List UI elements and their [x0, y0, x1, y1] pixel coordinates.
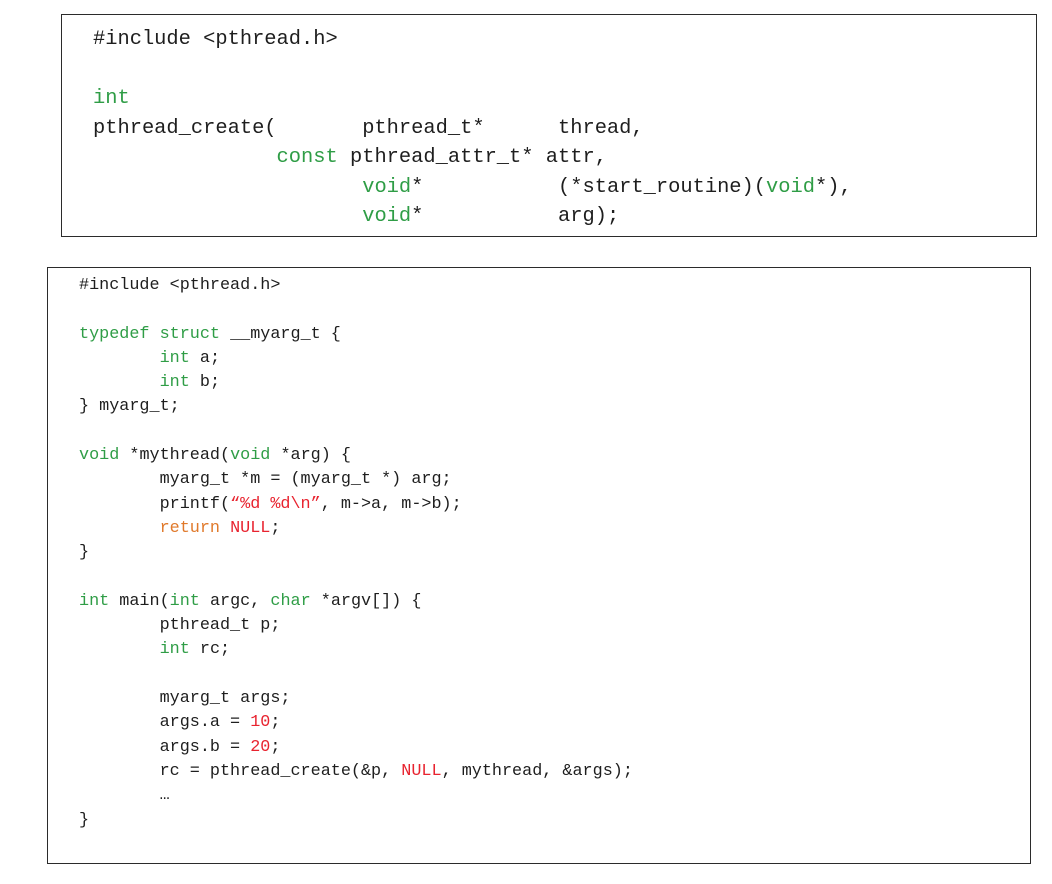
code-token: * arg); — [411, 205, 620, 228]
code-token: b; — [189, 373, 221, 393]
pthread-create-signature-code: #include <pthread.h> int pthread_create( … — [93, 25, 852, 232]
code-token: *), — [814, 175, 852, 199]
code-token: typedef struct — [79, 324, 220, 344]
code-token: int — [169, 591, 200, 611]
code-line: #include <pthread.h> — [93, 25, 852, 55]
code-token: main( — [109, 591, 170, 611]
code-token: myarg_t args; — [79, 689, 291, 709]
code-token — [220, 519, 230, 538]
code-token: } — [79, 543, 90, 563]
code-token: void — [362, 175, 412, 199]
code-token: , mythread, &args); — [441, 761, 633, 781]
code-token — [93, 146, 277, 169]
code-line — [79, 298, 633, 322]
code-token: args.a = — [79, 713, 251, 733]
code-line: … — [79, 784, 633, 808]
code-token: “%d %d\n” — [230, 494, 321, 514]
code-line: typedef struct __myarg_t { — [79, 323, 633, 347]
code-token: args.b = — [79, 737, 251, 757]
code-token: ; — [270, 518, 281, 538]
code-line: } — [79, 541, 633, 565]
code-token: rc; — [189, 640, 231, 660]
code-line: myarg_t args; — [79, 687, 633, 711]
code-line — [79, 663, 633, 687]
pthread-example-program-panel: #include <pthread.h> typedef struct __my… — [47, 267, 1031, 864]
code-line: pthread_t p; — [79, 614, 633, 638]
code-token: int — [79, 591, 110, 611]
code-token: rc = pthread_create(&p, — [79, 761, 402, 781]
code-token: pthread_t p; — [79, 616, 281, 636]
code-token: const — [276, 146, 338, 169]
code-token — [79, 373, 160, 392]
code-line: #include <pthread.h> — [79, 274, 633, 298]
code-line: void* (*start_routine)(void*), — [93, 173, 852, 203]
code-token: char — [270, 591, 311, 611]
code-token: pthread_attr_t* attr, — [337, 146, 607, 169]
code-token: void — [230, 446, 271, 466]
code-token: int — [159, 640, 190, 660]
code-token: ; — [270, 737, 281, 757]
code-token: return — [159, 518, 221, 538]
code-token: pthread_create( pthread_t* thread, — [93, 116, 644, 140]
code-line: void* arg); — [93, 202, 852, 232]
code-line — [79, 420, 633, 444]
code-line: pthread_create( pthread_t* thread, — [93, 114, 852, 144]
code-line: } myarg_t; — [79, 395, 633, 419]
code-token: #include <pthread.h> — [79, 276, 281, 295]
code-line: args.b = 20; — [79, 736, 633, 760]
code-token — [79, 640, 160, 659]
code-line: int rc; — [79, 638, 633, 662]
code-line: void *mythread(void *arg) { — [79, 444, 633, 468]
code-line: return NULL; — [79, 517, 633, 541]
code-token: } — [79, 810, 90, 830]
code-token: } myarg_t; — [79, 397, 180, 417]
code-token: 10 — [250, 713, 271, 733]
code-token: int — [93, 87, 130, 110]
code-token — [93, 205, 362, 228]
code-token: void — [362, 205, 412, 228]
code-token: void — [79, 446, 120, 466]
code-token: #include <pthread.h> — [93, 28, 338, 51]
code-line: const pthread_attr_t* attr, — [93, 143, 852, 173]
code-line: args.a = 10; — [79, 711, 633, 735]
code-token: *argv[]) { — [310, 591, 422, 611]
code-line: int main(int argc, char *argv[]) { — [79, 590, 633, 614]
code-token: , m->a, m->b); — [320, 494, 462, 514]
code-token: int — [159, 373, 190, 393]
code-token — [79, 349, 160, 368]
code-line: } — [79, 809, 633, 833]
pthread-create-signature-panel: #include <pthread.h> int pthread_create( … — [61, 14, 1037, 237]
code-token: a; — [189, 348, 221, 368]
code-line: int b; — [79, 371, 633, 395]
code-token: * (*start_routine)( — [411, 175, 767, 199]
code-line: myarg_t *m = (myarg_t *) arg; — [79, 468, 633, 492]
code-token — [79, 519, 160, 538]
code-token: *arg) { — [270, 446, 351, 466]
code-token: ; — [270, 713, 281, 733]
code-token: void — [766, 175, 815, 199]
code-token: NULL — [230, 518, 271, 538]
code-line: int — [93, 84, 852, 114]
code-token — [93, 176, 362, 199]
code-token: __myarg_t { — [220, 324, 341, 344]
code-token: NULL — [401, 761, 442, 781]
code-token: … — [79, 786, 170, 806]
pthread-example-program-code: #include <pthread.h> typedef struct __my… — [79, 274, 633, 833]
code-line: printf(“%d %d\n”, m->a, m->b); — [79, 493, 633, 517]
code-token: *mythread( — [119, 446, 231, 466]
code-line: rc = pthread_create(&p, NULL, mythread, … — [79, 760, 633, 784]
code-token: myarg_t *m = (myarg_t *) arg; — [79, 470, 452, 490]
code-token: printf( — [79, 494, 231, 514]
code-token: int — [159, 348, 190, 368]
code-line — [79, 566, 633, 590]
code-token: argc, — [199, 591, 271, 611]
code-token: 20 — [250, 737, 271, 757]
code-line — [93, 55, 852, 85]
code-line: int a; — [79, 347, 633, 371]
